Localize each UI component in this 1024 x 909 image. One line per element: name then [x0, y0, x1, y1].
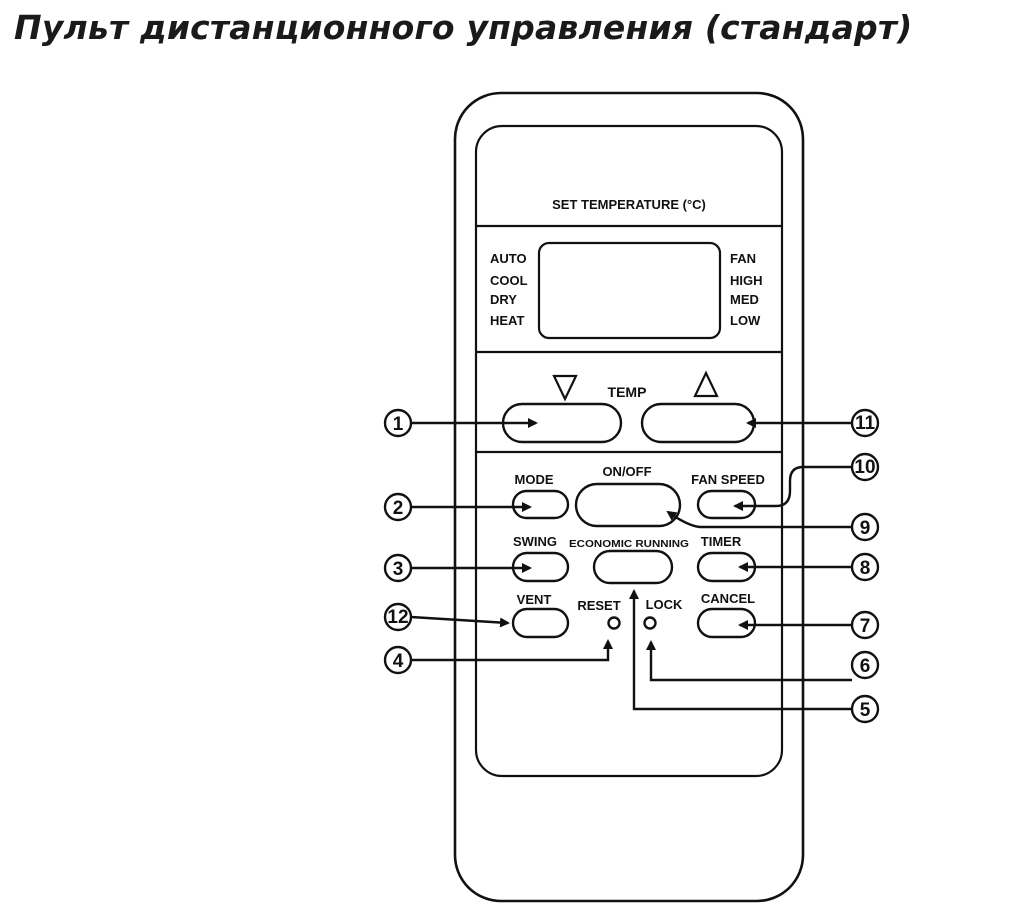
- callout-1: 1: [383, 408, 413, 438]
- callout-6-leader: [646, 640, 852, 682]
- svg-text:11: 11: [855, 413, 876, 434]
- svg-text:9: 9: [860, 518, 871, 539]
- on-off-label: ON/OFF: [602, 464, 651, 479]
- svg-text:7: 7: [860, 616, 871, 637]
- temp-up-icon: [693, 370, 719, 398]
- fan-speed-label: FAN SPEED: [691, 472, 765, 487]
- callout-6: 6: [850, 650, 880, 680]
- page-title: Пульт дистанционного управления (стандар…: [14, 8, 913, 47]
- svg-text:4: 4: [393, 651, 404, 672]
- temp-up-button[interactable]: [640, 402, 756, 444]
- mode-button[interactable]: [511, 489, 570, 520]
- temp-label: TEMP: [608, 384, 647, 400]
- callout-9: 9: [850, 512, 880, 542]
- svg-text:8: 8: [860, 558, 871, 579]
- callout-2: 2: [383, 492, 413, 522]
- fan-label: FAN: [730, 251, 756, 266]
- mode-cool-label: COOL: [490, 273, 528, 288]
- fan-med-label: MED: [730, 292, 759, 307]
- callout-8: 8: [850, 552, 880, 582]
- set-temperature-label: SET TEMPERATURE (°C): [552, 197, 706, 212]
- callout-3: 3: [383, 553, 413, 583]
- svg-text:3: 3: [393, 559, 404, 580]
- remote-body: [453, 91, 805, 903]
- svg-text:10: 10: [854, 457, 875, 478]
- vent-button[interactable]: [511, 607, 570, 639]
- mode-auto-label: AUTO: [490, 251, 527, 266]
- lcd-screen: [537, 241, 722, 340]
- reset-label: RESET: [577, 598, 620, 613]
- callout-12: 12: [383, 602, 413, 632]
- callout-4: 4: [383, 645, 413, 675]
- lock-pinhole-button[interactable]: [643, 616, 657, 630]
- svg-text:1: 1: [393, 414, 404, 435]
- fan-high-label: HIGH: [730, 273, 763, 288]
- callout-7: 7: [850, 610, 880, 640]
- fan-low-label: LOW: [730, 313, 761, 328]
- callout-10: 10: [850, 452, 880, 482]
- callout-4-leader: [411, 639, 613, 662]
- svg-text:6: 6: [860, 656, 871, 677]
- mode-label: MODE: [515, 472, 554, 487]
- svg-text:5: 5: [860, 700, 871, 721]
- lock-label: LOCK: [646, 597, 683, 612]
- economic-running-label: ECONOMIC RUNNING: [569, 539, 689, 550]
- svg-text:12: 12: [387, 607, 408, 628]
- callout-5: 5: [850, 694, 880, 724]
- callout-9-leader: [666, 510, 852, 529]
- svg-text:2: 2: [393, 498, 404, 519]
- cancel-button[interactable]: [696, 607, 757, 639]
- callout-12-leader: [410, 615, 510, 628]
- mode-heat-label: HEAT: [490, 313, 524, 328]
- callout-10-leader: [733, 465, 852, 511]
- reset-pinhole-button[interactable]: [607, 616, 621, 630]
- timer-label: TIMER: [701, 534, 742, 549]
- temp-down-icon: [552, 374, 578, 402]
- economic-running-button[interactable]: [592, 549, 674, 585]
- on-off-button[interactable]: [574, 482, 682, 528]
- swing-label: SWING: [513, 534, 557, 549]
- vent-label: VENT: [517, 592, 552, 607]
- fan-speed-button[interactable]: [696, 489, 757, 520]
- callout-5-leader: [629, 589, 852, 711]
- cancel-label: CANCEL: [701, 591, 755, 606]
- callout-11: 11: [850, 408, 880, 438]
- mode-dry-label: DRY: [490, 292, 517, 307]
